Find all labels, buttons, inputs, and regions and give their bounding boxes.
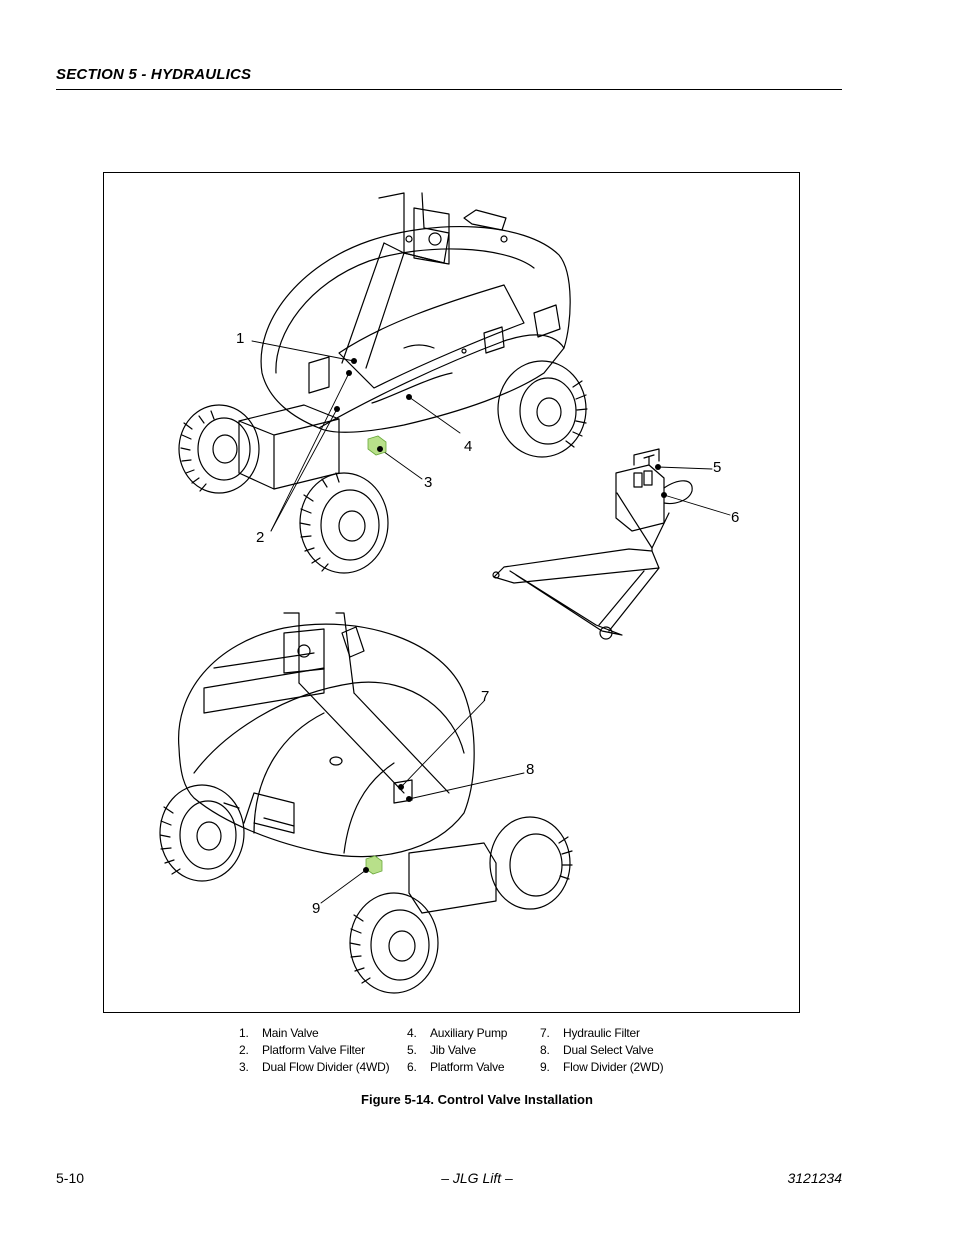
callout-6: 6 [731,509,739,526]
callout-1: 1 [236,330,244,347]
section-header: SECTION 5 - HYDRAULICS [56,66,252,83]
tire-2wd-left [159,784,245,882]
legend-item: 6.Platform Valve [407,1060,505,1074]
callout-9: 9 [312,900,320,917]
tire-2wd-front [349,892,439,994]
legend-item: 2.Platform Valve Filter [239,1043,365,1057]
callout-2: 2 [256,529,264,546]
callout-leaders [251,340,731,904]
legend-item: 7.Hydraulic Filter [540,1026,640,1040]
callout-3: 3 [424,474,432,491]
header-rule [56,89,842,90]
control-valve-illustration: 1 2 3 4 5 6 7 8 9 [159,192,739,994]
side-vent [533,304,561,338]
legend-column-3: 7.Hydraulic Filter 8.Dual Select Valve 9… [540,1025,664,1076]
tire-right [497,360,588,458]
machine-4wd-illustration [178,192,588,574]
callout-4: 4 [464,438,472,455]
figure-frame: 1 2 3 4 5 6 7 8 9 [103,172,800,1013]
highlighted-components [365,435,387,875]
legend-item: 1.Main Valve [239,1026,319,1040]
callout-7: 7 [481,688,489,705]
legend-column-1: 1.Main Valve 2.Platform Valve Filter 3.D… [239,1025,390,1076]
legend-item: 5.Jib Valve [407,1043,477,1057]
dual-flow-divider-highlight [367,435,387,456]
callout-5: 5 [713,459,721,476]
tire-front-left [299,472,389,574]
legend-item: 4.Auxiliary Pump [407,1026,508,1040]
tire-2wd-right-rear [489,816,573,910]
legend-item: 3.Dual Flow Divider (4WD) [239,1060,390,1074]
tire-rear-left [178,404,260,494]
legend-item: 9.Flow Divider (2WD) [540,1060,664,1074]
platform-jib-illustration [492,448,693,640]
legend-item: 8.Dual Select Valve [540,1043,654,1057]
callout-8: 8 [526,761,534,778]
figure-caption: Figure 5-14. Control Valve Installation [361,1092,593,1107]
jib-arm-top [493,548,660,584]
document-number: 3121234 [787,1170,842,1186]
legend-column-2: 4.Auxiliary Pump 5.Jib Valve 6.Platform … [407,1025,507,1076]
page-number: 5-10 [56,1170,85,1186]
machine-2wd-illustration [159,612,573,994]
callout-dots [334,358,667,873]
footer-publisher: – JLG Lift – [441,1170,513,1186]
